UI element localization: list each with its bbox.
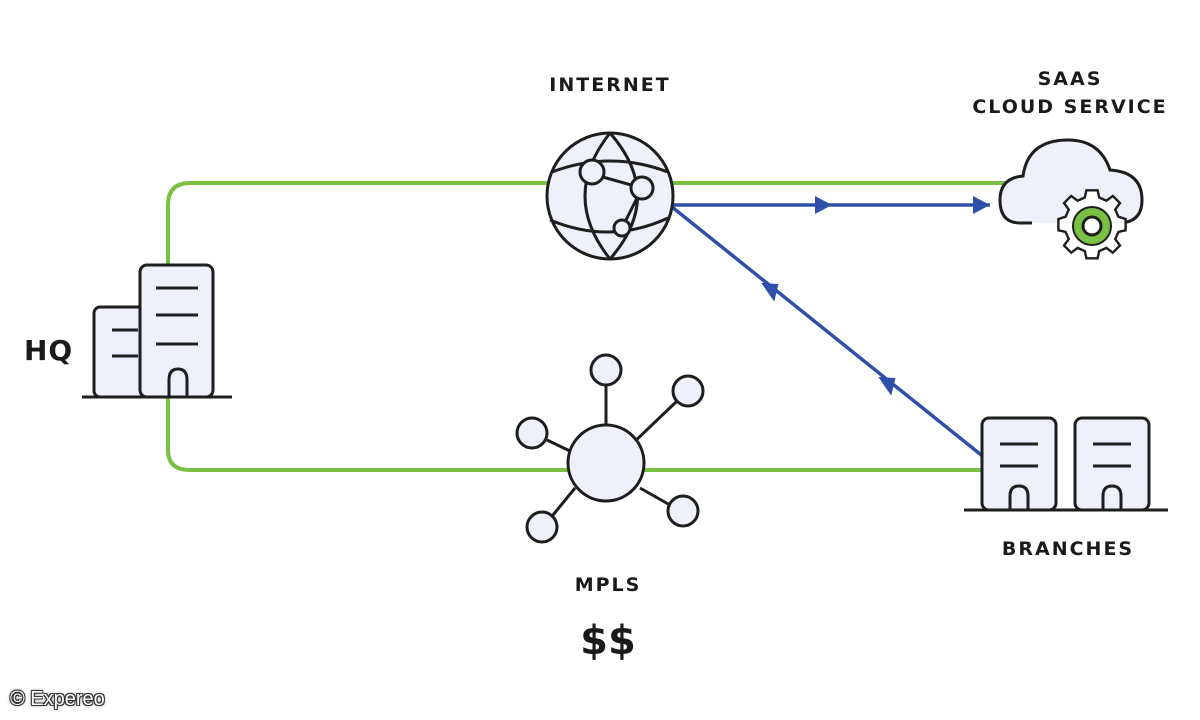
copyright-watermark: © Expereo: [10, 688, 105, 710]
blue-flow-internet-to-saas: [672, 196, 990, 214]
cost-label: $$: [580, 618, 636, 664]
mpls-hub-icon: [515, 353, 705, 544]
mpls-label: MPLS: [574, 574, 642, 596]
hq-building-icon: [82, 263, 232, 399]
branches-label: BRANCHES: [1001, 538, 1135, 560]
green-link-hq-internet-saas: [166, 181, 1005, 265]
saas-label-line1: SAAS: [1037, 68, 1103, 90]
globe-network-icon: [545, 131, 675, 261]
saas-label: SAAS CLOUD SERVICE: [955, 65, 1185, 121]
saas-label-line2: CLOUD SERVICE: [972, 96, 1168, 118]
blue-flow-branches-to-internet: [670, 205, 987, 460]
hq-label: HQ: [24, 334, 74, 367]
internet-label: INTERNET: [549, 74, 671, 96]
branch-buildings-icon: [964, 416, 1168, 512]
cloud-gear-icon: [998, 138, 1144, 260]
green-link-hq-mpls-branches: [166, 398, 985, 472]
